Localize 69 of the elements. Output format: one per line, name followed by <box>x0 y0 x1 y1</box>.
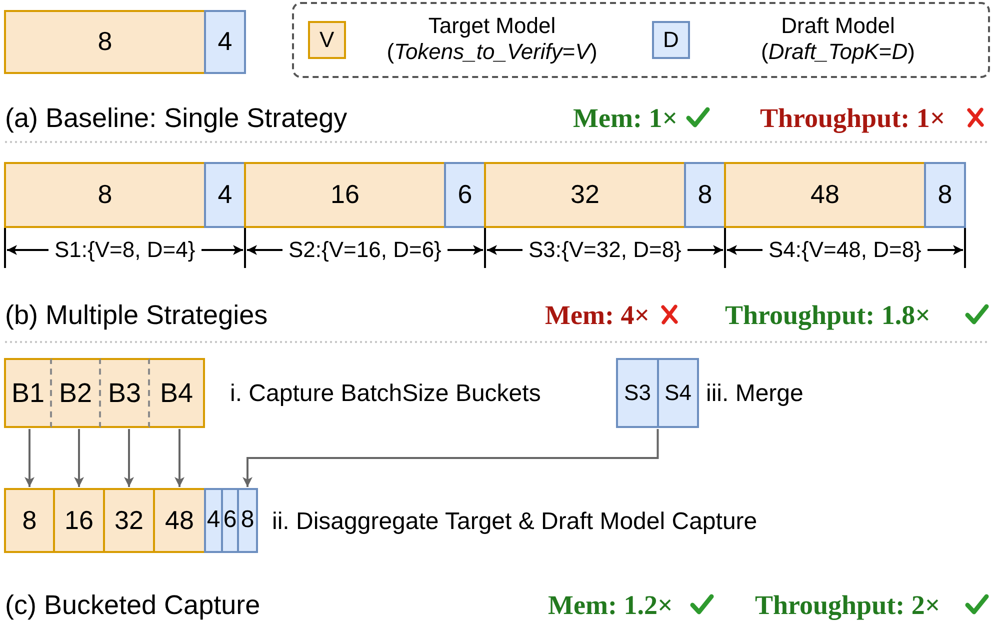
arrow <box>74 429 84 487</box>
strategy-span-label: S1:{V=8, D=4} <box>54 236 196 264</box>
target-model-block <box>4 488 55 553</box>
draft-model-block <box>924 162 966 228</box>
verify-token-count: 8 <box>22 504 37 536</box>
target-model-block <box>484 162 686 228</box>
draft-topk-value: 4 <box>206 506 220 535</box>
verify-token-count: 32 <box>570 179 600 211</box>
draft-model-block <box>684 162 726 228</box>
verify-token-count: 16 <box>64 504 94 536</box>
memory-metric: Mem: 4× <box>545 298 650 332</box>
legend-text: Draft Model (Draft_TopK=D) <box>760 13 916 66</box>
strategy-span-label: S2:{V=16, D=6} <box>288 236 442 264</box>
memory-metric: Mem: 1× <box>573 102 678 134</box>
arrow <box>24 429 34 487</box>
verify-token-count: 8 <box>98 179 112 211</box>
draft-topk-value: 6 <box>458 179 472 211</box>
target-model-block <box>724 162 926 228</box>
section-heading: (a) Baseline: Single Strategy <box>5 102 348 134</box>
strategy-span-label: S3:{V=32, D=8} <box>528 236 682 264</box>
strategy-span-label: S4:{V=48, D=8} <box>768 236 922 264</box>
strategy-block <box>616 358 659 428</box>
draft-topk-value: 6 <box>223 506 237 535</box>
verify-token-count: 8 <box>98 26 112 58</box>
draft-model-block <box>204 162 246 228</box>
verify-token-count: 48 <box>810 179 840 211</box>
swatch-letter: D <box>663 26 679 54</box>
draft-topk-value: 4 <box>218 179 232 211</box>
swatch-letter: V <box>320 26 334 54</box>
throughput-metric: Throughput: 2× <box>755 588 940 622</box>
target-model-block <box>103 488 155 553</box>
target-model-block <box>53 488 105 553</box>
section-heading: (c) Bucketed Capture <box>5 588 260 622</box>
step-caption: i. Capture BatchSize Buckets <box>230 380 541 408</box>
section-heading: (b) Multiple Strategies <box>5 298 268 332</box>
target-model-block <box>4 162 206 228</box>
verify-token-count: 32 <box>114 504 144 536</box>
strategy-block <box>657 358 699 428</box>
memory-metric: Mem: 1.2× <box>548 588 673 622</box>
draft-topk-value: 8 <box>938 179 952 211</box>
strategy-name: S4 <box>664 380 692 406</box>
strategy-name: S3 <box>624 380 651 406</box>
batch-bucket-cell <box>101 358 150 428</box>
batch-bucket-cell <box>4 358 52 428</box>
bucket-name: B2 <box>58 376 92 410</box>
arrow <box>174 429 184 487</box>
verify-token-count: 16 <box>330 179 360 211</box>
throughput-metric: Throughput: 1.8× <box>725 298 930 332</box>
verify-token-count: 48 <box>165 504 194 536</box>
arrow <box>124 429 134 487</box>
throughput-metric: Throughput: 1× <box>760 102 946 134</box>
draft-model-block <box>237 488 258 553</box>
target-model-block <box>153 488 206 553</box>
batch-bucket-cell <box>150 358 205 428</box>
bucket-name: B1 <box>11 376 45 410</box>
batch-bucket-cell <box>52 358 101 428</box>
draft-model-block <box>204 10 246 74</box>
arrow <box>242 429 659 487</box>
draft-topk-value: 4 <box>218 26 232 58</box>
legend-text: Target Model (Tokens_to_Verify=V) <box>386 13 598 66</box>
target-model-block <box>244 162 446 228</box>
draft-topk-value: 8 <box>698 179 712 211</box>
bucket-name: B4 <box>160 376 194 410</box>
draft-topk-value: 8 <box>240 506 254 535</box>
bucket-name: B3 <box>108 376 142 410</box>
draft-model-block <box>444 162 486 228</box>
step-caption: iii. Merge <box>706 380 804 408</box>
target-model-block <box>4 10 206 74</box>
step-caption: ii. Disaggregate Target & Draft Model Capture <box>272 508 758 536</box>
